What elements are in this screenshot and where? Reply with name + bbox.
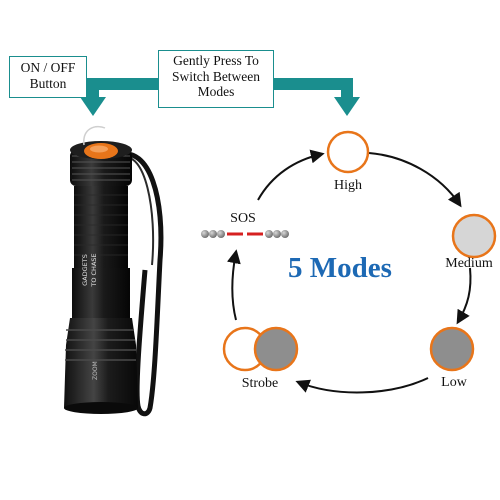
arrow-medium-to-low: [456, 267, 472, 325]
sos-dot: [201, 230, 209, 238]
sos-dot: [265, 230, 273, 238]
mode-indicators: [222, 130, 497, 372]
mode-switch-callout: Gently Press To Switch Between Modes: [158, 50, 274, 108]
power-button-highlight: [90, 145, 108, 153]
head-marking: ZOOM: [92, 361, 99, 380]
mode-switch-callout-text: Gently Press To Switch Between Modes: [171, 53, 261, 100]
mode-label-high: High: [334, 178, 362, 193]
mode-high-icon: [326, 130, 370, 174]
flashlight-engraving: GADGETS TO CHASE: [81, 240, 103, 300]
sos-dot: [217, 230, 225, 238]
mode-label-low: Low: [441, 375, 467, 390]
lanyard-strap: [117, 151, 164, 417]
arrow-down-right-icon: [334, 97, 360, 116]
sos-signal: [201, 230, 289, 238]
connector-bar-left: [87, 78, 160, 90]
mode-strobe-on-icon: [253, 326, 299, 372]
sos-dot: [273, 230, 281, 238]
mode-low-icon: [429, 326, 475, 372]
lanyard-loop: [83, 125, 106, 146]
mode-label-medium: Medium: [445, 256, 493, 271]
bezel: [64, 402, 138, 414]
arrow-shaft-left: [87, 78, 99, 98]
arrow-down-left-icon: [80, 97, 106, 116]
engraving-line-2: TO CHASE: [90, 253, 98, 287]
mode-label-strobe: Strobe: [241, 376, 279, 391]
arrow-high-to-medium: [368, 152, 462, 208]
grip-body: [74, 186, 128, 268]
mode-medium-icon: [451, 213, 497, 259]
head: [64, 318, 138, 408]
mode-label-sos: SOS: [230, 211, 256, 226]
connector-bar-right: [270, 78, 353, 90]
power-button-callout-text: ON / OFF Button: [20, 60, 76, 91]
power-button-callout: ON / OFF Button: [9, 56, 87, 98]
body-tube: [72, 268, 130, 318]
zoom-rings: [65, 329, 136, 361]
arrow-strobe-to-sos: [227, 249, 241, 321]
engraving-line-1: GADGETS: [81, 254, 89, 286]
cycle-arrows: [227, 149, 472, 394]
arrow-shaft-right: [341, 78, 353, 98]
arrow-low-to-strobe: [295, 377, 429, 394]
sos-dot: [281, 230, 289, 238]
grip-knurl: [74, 194, 128, 256]
sos-dot: [209, 230, 217, 238]
flashlight: ZOOM: [64, 125, 164, 417]
callout-arrows: [80, 78, 360, 116]
modes-title: 5 Modes: [288, 252, 392, 284]
arrow-sos-to-high: [257, 149, 325, 201]
